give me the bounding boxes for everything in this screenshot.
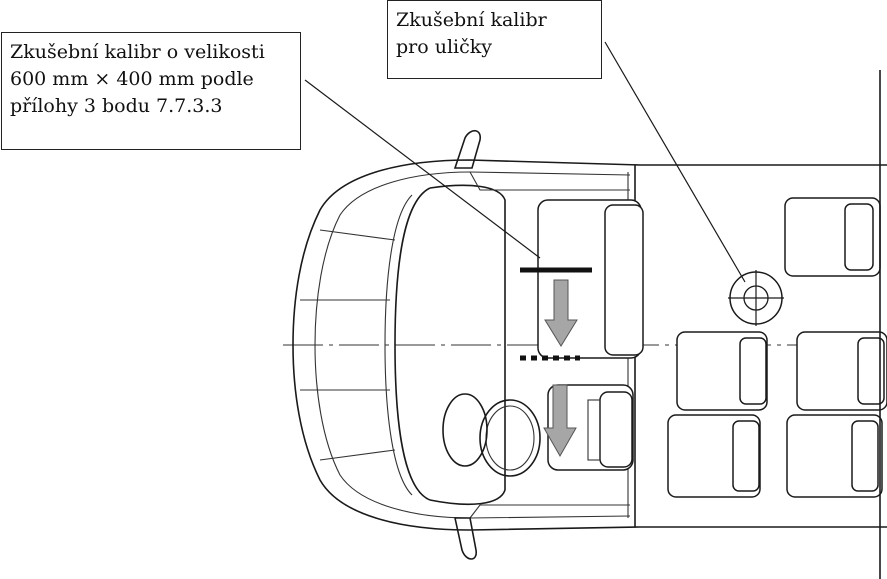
- rear-seat-row-2-upper: [796, 331, 887, 411]
- driver-seat: [547, 384, 634, 471]
- aisle-label-line: Zkušební kalibr: [396, 9, 547, 31]
- aisle-label-line: pro uličky: [396, 36, 493, 58]
- down-arrow-icon: [543, 384, 577, 458]
- gauge-label-line: Zkušební kalibr o velikosti: [10, 41, 265, 63]
- rear-seat-row-1-top: [784, 197, 881, 277]
- vehicle-body: [292, 159, 887, 531]
- side-mirror-top: [453, 129, 481, 169]
- gauge-label-line: přílohy 3 bodu 7.7.3.3: [10, 95, 223, 117]
- aisle-leader-line: [604, 41, 746, 283]
- rear-seat-row-2-lower: [786, 414, 883, 498]
- side-mirror-bottom: [454, 517, 477, 560]
- gauge-leader-line: [304, 79, 541, 259]
- aisle-gauge-crosshair-icon: [728, 270, 784, 326]
- down-arrow-icon: [544, 279, 578, 347]
- aisle-callout-label: Zkušební kalibr pro uličky: [387, 0, 602, 79]
- steering-wheel: [442, 393, 541, 477]
- rear-seat-row-1-upper: [676, 331, 768, 411]
- gauge-callout-label: Zkušební kalibr o velikosti 600 mm × 400…: [1, 32, 301, 150]
- gauge-label-line: 600 mm × 400 mm podle: [10, 68, 254, 90]
- rear-seat-row-1-lower: [667, 414, 761, 498]
